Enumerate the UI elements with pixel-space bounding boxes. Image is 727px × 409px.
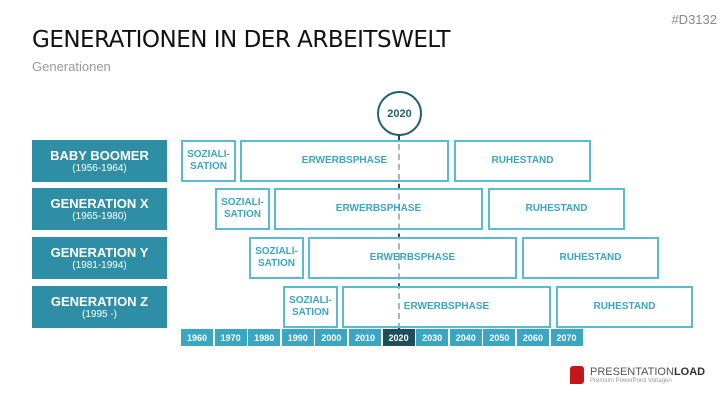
generation-label: GENERATION Z (1995 -) [32, 286, 167, 328]
timeline-year: 2060 [516, 329, 549, 346]
timeline-year: 1990 [281, 329, 314, 346]
timeline-year: 2070 [550, 329, 583, 346]
generation-years: (1956-1964) [72, 163, 127, 174]
phase-sozialisation: SOZIALI- SATION [215, 188, 270, 230]
timeline-year: 2000 [315, 329, 348, 346]
generation-label: BABY BOOMER (1956-1964) [32, 140, 167, 182]
timeline-year: 2020 [382, 329, 415, 346]
generation-name: BABY BOOMER [50, 148, 149, 163]
phase-erwerbsphase: ERWERBSPHASE [240, 140, 449, 182]
timeline-year: 1960 [181, 329, 213, 346]
logo-tagline: Premium PowerPoint Vorlagen [590, 378, 672, 384]
logo: PRESENTATIONLOAD Premium PowerPoint Vorl… [570, 366, 705, 384]
generation-label: GENERATION X (1965-1980) [32, 188, 167, 230]
phase-erwerbsphase: ERWERBSPHASE [274, 188, 483, 230]
phase-ruhestand: RUHESTAND [556, 286, 693, 328]
page-title: GENERATIONEN IN DER ARBEITSWELT [32, 27, 451, 53]
slide-code: #D3132 [671, 12, 717, 27]
phase-sozialisation: SOZIALI- SATION [181, 140, 236, 182]
phase-ruhestand: RUHESTAND [522, 237, 659, 279]
timeline-year: 1970 [214, 329, 247, 346]
generation-name: GENERATION Y [50, 245, 149, 260]
phase-erwerbsphase: ERWERBSPHASE [342, 286, 551, 328]
logo-brand: PRESENTATION [590, 366, 674, 378]
generation-name: GENERATION X [50, 196, 149, 211]
logo-brand-bold: LOAD [673, 366, 706, 378]
phase-sozialisation: SOZIALI- SATION [249, 237, 304, 279]
current-year-line [398, 134, 400, 329]
generation-years: (1965-1980) [72, 211, 127, 222]
timeline-year: 2010 [348, 329, 381, 346]
current-year-marker: 2020 [377, 91, 422, 136]
generation-years: (1995 -) [81, 309, 117, 320]
phase-sozialisation: SOZIALI- SATION [283, 286, 338, 328]
timeline-year: 2030 [416, 329, 449, 346]
generation-name: GENERATION Z [50, 294, 149, 309]
phase-erwerbsphase: ERWERBSPHASE [308, 237, 517, 279]
page-subtitle: Generationen [32, 59, 111, 74]
logo-icon [570, 366, 584, 384]
timeline-year: 1980 [248, 329, 281, 346]
phase-ruhestand: RUHESTAND [454, 140, 591, 182]
phase-ruhestand: RUHESTAND [488, 188, 625, 230]
generation-years: (1981-1994) [72, 260, 127, 271]
generation-label: GENERATION Y (1981-1994) [32, 237, 167, 279]
timeline-year: 2050 [483, 329, 516, 346]
timeline-year: 2040 [449, 329, 482, 346]
